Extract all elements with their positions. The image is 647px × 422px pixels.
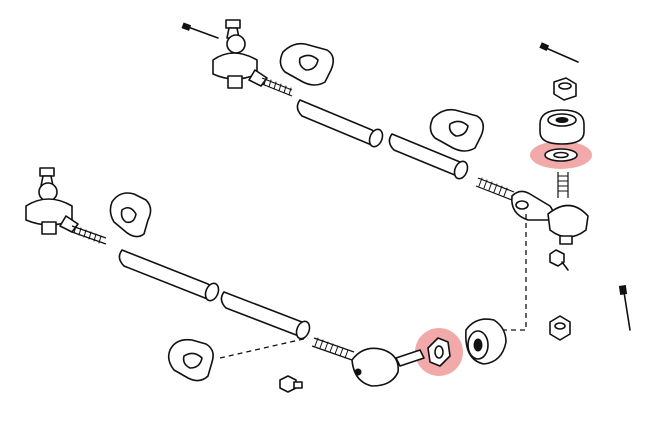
upper-washer[interactable] (544, 148, 578, 162)
lower-right-tie-rod-thread (311, 337, 355, 361)
lower-clamp-2 (167, 338, 214, 382)
lower-washer[interactable] (427, 337, 451, 367)
lower-right-bolt (618, 285, 631, 331)
upper-sleeve-1 (296, 99, 384, 148)
right-ball-joint (547, 172, 589, 245)
right-alignment-line (500, 214, 527, 331)
lower-right-ball-joint (351, 347, 425, 387)
lower-right-nut (549, 315, 571, 341)
upper-right-tie-rod-thread (475, 177, 515, 201)
right-small-screw (549, 249, 569, 271)
lower-alignment-line (219, 337, 309, 359)
lower-left-ball-joint (25, 167, 79, 235)
upper-left-bolt (181, 22, 219, 39)
upper-right-bolt (539, 42, 579, 63)
upper-right-nut (553, 77, 577, 101)
upper-left-tie-rod-thread (261, 77, 293, 97)
lower-sleeve-1 (118, 249, 220, 302)
upper-sleeve-2 (388, 133, 469, 180)
upper-clamp-1 (279, 42, 335, 86)
upper-clamp-2 (429, 108, 485, 152)
lower-bushing (465, 318, 507, 365)
upper-right-bushing (539, 109, 585, 145)
lower-small-bolt (279, 375, 303, 393)
lower-sleeve-2 (220, 291, 311, 340)
upper-left-ball-joint (212, 19, 268, 89)
lower-clamp-1 (109, 192, 152, 238)
lower-left-tie-rod-thread (71, 225, 107, 245)
upper-right-arm (511, 190, 554, 221)
